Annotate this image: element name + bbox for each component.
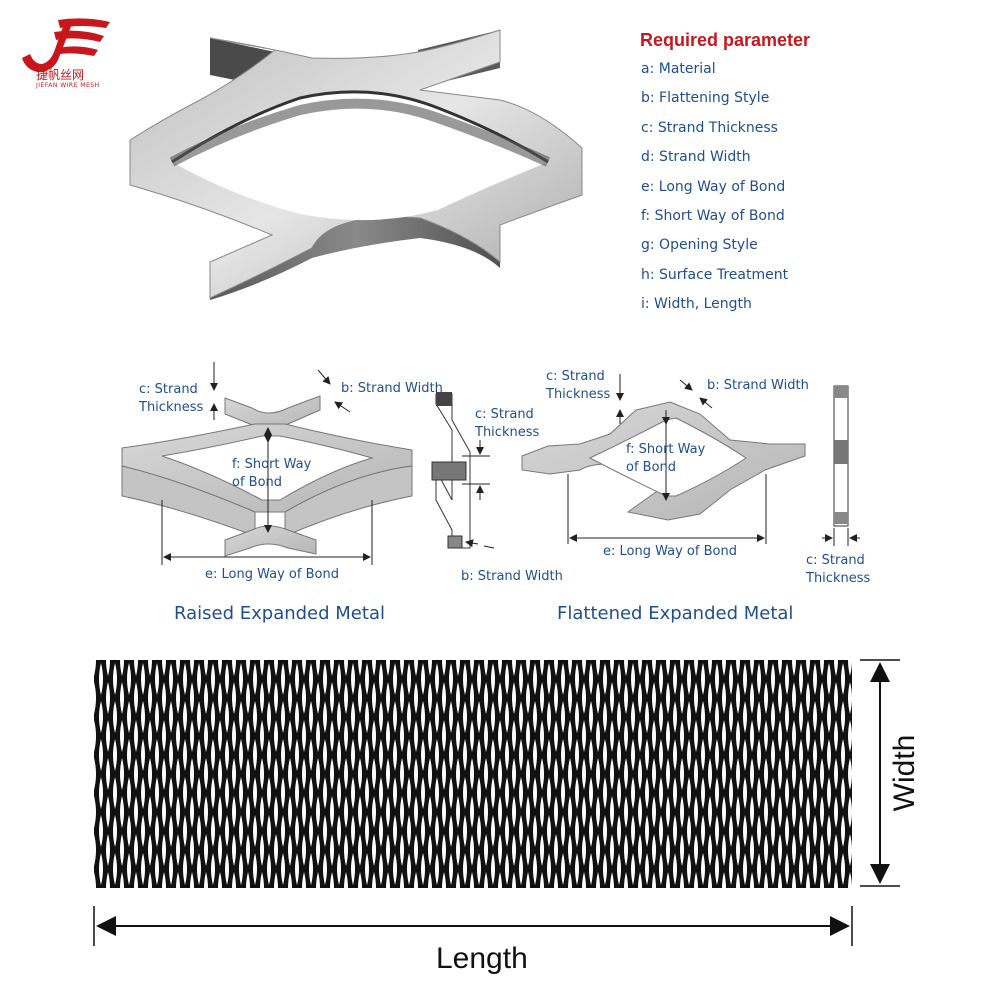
- flattened-caption: Flattened Expanded Metal: [557, 603, 794, 624]
- parameter-item: i: Width, Length: [641, 296, 752, 313]
- raised-strand-width-label: b: Strand Width: [341, 381, 443, 396]
- flattened-long-way-label: e: Long Way of Bond: [603, 544, 737, 559]
- width-arrow-down-icon: [870, 864, 890, 884]
- raised-strand-thickness-label: c: Strand Thickness: [139, 382, 204, 415]
- parameter-item: e: Long Way of Bond: [641, 178, 786, 195]
- parameter-item: b: Flattening Style: [641, 90, 770, 107]
- width-arrow-up-icon: [870, 662, 890, 682]
- raised-diagram: [121, 362, 495, 565]
- flattened-diagram: [521, 374, 860, 546]
- logo-text-cn: 捷帆丝网: [36, 68, 85, 82]
- width-label: Width: [888, 734, 921, 812]
- raised-short-way-label: f: Short Way of Bond: [232, 457, 312, 490]
- flattened-side-thickness-label: c: Strand Thickness: [806, 553, 871, 586]
- length-arrow-left-icon: [96, 916, 116, 936]
- parameter-item: g: Opening Style: [641, 237, 758, 254]
- parameter-item: f: Short Way of Bond: [641, 207, 785, 224]
- raised-side-width-label: b: Strand Width: [461, 569, 563, 584]
- parameters-list: a: Material b: Flattening Style c: Stran…: [641, 58, 788, 323]
- parameter-item: a: Material: [641, 61, 716, 77]
- length-arrow-right-icon: [830, 916, 850, 936]
- parameter-item: h: Surface Treatment: [641, 266, 789, 283]
- logo-text-en: JIEFAN WIRE MESH: [36, 82, 100, 89]
- raised-long-way-label: e: Long Way of Bond: [205, 567, 339, 582]
- flattened-short-way-label: f: Short Way of Bond: [626, 442, 706, 475]
- parameter-item: c: Strand Thickness: [641, 119, 778, 136]
- flattened-strand-width-label: b: Strand Width: [707, 378, 809, 393]
- raised-caption: Raised Expanded Metal: [174, 603, 385, 624]
- raised-side-thickness-label: c: Strand Thickness: [475, 407, 540, 440]
- flattened-strand-thickness-label: c: Strand Thickness: [546, 369, 611, 402]
- parameter-item: d: Strand Width: [641, 149, 751, 166]
- logo-mark-icon: [22, 18, 110, 72]
- parameters-title: Required parameter: [640, 30, 811, 50]
- brand-logo: 捷帆丝网 JIEFAN WIRE MESH: [14, 14, 114, 94]
- length-label: Length: [436, 942, 528, 975]
